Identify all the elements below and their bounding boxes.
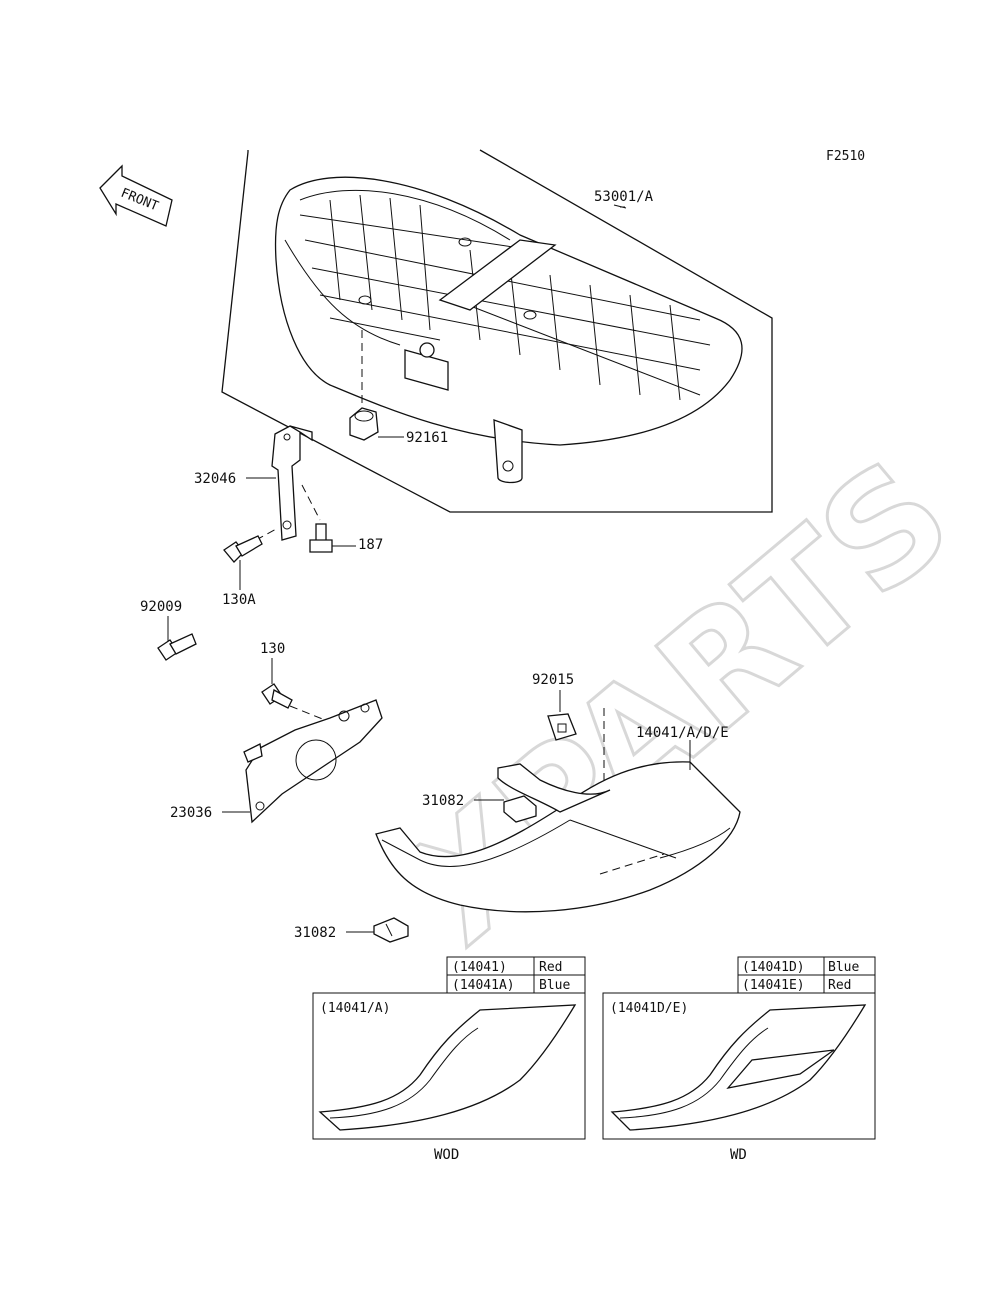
figure-code: F2510: [826, 149, 865, 164]
bolt-187: [309, 523, 333, 553]
color-table-right: (14041D) Blue (14041E) Red: [737, 956, 876, 994]
color-code: (14041A): [452, 978, 515, 993]
stopper-31082-lower: [373, 917, 409, 943]
bolt-130A: [223, 535, 263, 563]
variant-box-left: (14041/A): [312, 992, 586, 1140]
color-name: Red: [539, 960, 562, 975]
label-92015: 92015: [532, 672, 574, 688]
clip-92015: [547, 713, 577, 741]
variant-caption-left: WOD: [434, 1147, 459, 1163]
label-92009: 92009: [140, 599, 182, 615]
bracket-32046: [271, 425, 313, 541]
seat-illustration: [274, 176, 743, 484]
bolt-92009: [157, 633, 197, 661]
label-130: 130: [260, 641, 285, 657]
color-code: (14041D): [742, 960, 805, 975]
label-23036: 23036: [170, 805, 212, 821]
color-table-left: (14041) Red (14041A) Blue: [446, 956, 586, 994]
color-name: Blue: [828, 960, 859, 975]
tail-cover: [375, 761, 741, 913]
color-name: Blue: [539, 978, 570, 993]
rubber-92161: [349, 407, 379, 441]
label-187: 187: [358, 537, 383, 553]
stopper-31082-upper: [503, 795, 537, 823]
variant-label: (14041D/E): [610, 1001, 688, 1016]
label-32046: 32046: [194, 471, 236, 487]
label-cover: 14041/A/D/E: [636, 725, 729, 741]
color-code: (14041E): [742, 978, 805, 993]
bolt-130: [261, 683, 293, 709]
label-31082-upper: 31082: [422, 793, 464, 809]
front-arrow-icon: FRONT: [99, 164, 173, 227]
label-31082-lower: 31082: [294, 925, 336, 941]
variant-caption-right: WD: [730, 1147, 747, 1163]
bracket-23036: [243, 699, 383, 824]
label-92161: 92161: [406, 430, 448, 446]
label-seat: 53001/A: [594, 189, 654, 205]
color-code: (14041): [452, 960, 507, 975]
variant-label: (14041/A): [320, 1001, 390, 1016]
variant-box-right: (14041D/E): [602, 992, 876, 1140]
label-130A: 130A: [222, 592, 256, 608]
seat-group-outline: [221, 149, 773, 513]
color-name: Red: [828, 978, 851, 993]
